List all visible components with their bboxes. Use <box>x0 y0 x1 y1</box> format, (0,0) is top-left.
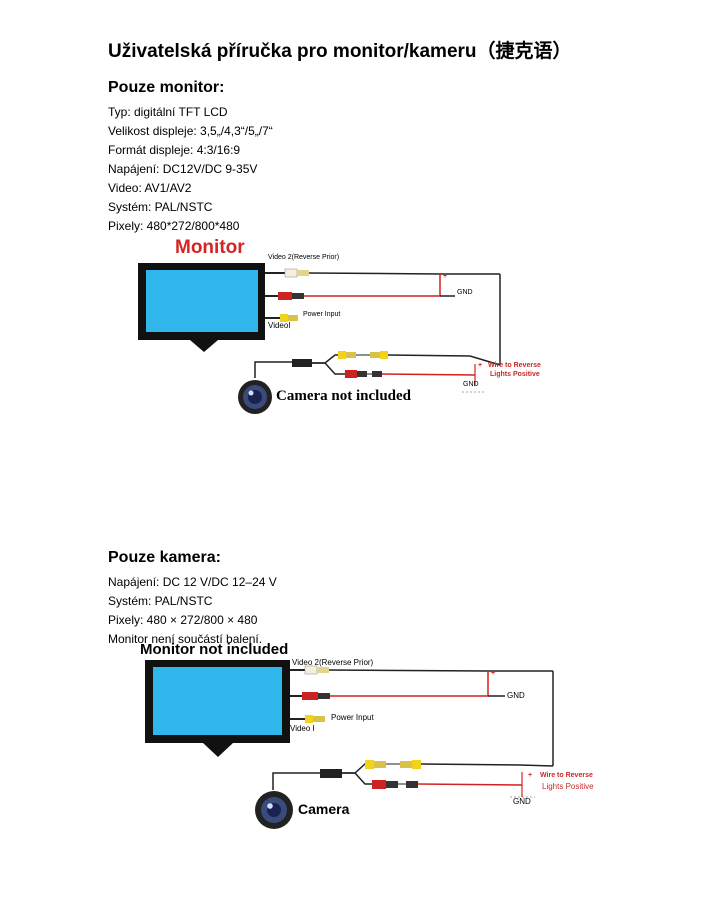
power-input-label: Power Input <box>303 311 341 318</box>
video1-cable <box>265 314 298 322</box>
section-heading-camera: Pouze kamera: <box>108 549 221 566</box>
spec-line: Typ: digitální TFT LCD <box>108 105 228 119</box>
spec-line: Video: AV1/AV2 <box>108 181 192 195</box>
spec-line: Velikost displeje: 3,5„/4,3“/5„/7“ <box>108 124 273 138</box>
spec-line: Pixely: 480 × 272/800 × 480 <box>108 613 258 627</box>
gnd-label: GND <box>463 381 479 388</box>
monitor-illustration <box>138 263 265 352</box>
camera-label: Camera <box>298 801 350 817</box>
power-input-label: Power Input <box>331 713 374 722</box>
camera-cable <box>272 760 554 798</box>
spec-line: Napájení: DC12V/DC 9-35V <box>108 162 258 176</box>
plus-sign: + <box>491 670 496 677</box>
plus-sign: + <box>443 273 448 280</box>
lights-positive-label: Lights Positive <box>542 782 594 791</box>
monitor-spec-list: Typ: digitální TFT LCD Velikost displeje… <box>108 103 273 236</box>
page-title: Uživatelská příručka pro monitor/kameru（… <box>108 41 572 62</box>
red-power-cable <box>290 671 505 700</box>
spec-line: Formát displeje: 4:3/16:9 <box>108 143 241 157</box>
camera-not-included-label: Camera not included <box>276 388 411 404</box>
camera-spec-list: Napájení: DC 12 V/DC 12–24 V Systém: PAL… <box>108 573 277 649</box>
video2-label: Video 2(Reverse Prior) <box>292 658 374 667</box>
plus-sign: + <box>528 772 533 779</box>
plus-sign: + <box>478 362 483 369</box>
section-heading-monitor: Pouze monitor: <box>108 79 225 96</box>
video1-label: VideoI <box>268 321 291 330</box>
gnd-label: GND <box>513 797 531 806</box>
red-power-cable <box>265 274 455 300</box>
video2-cable <box>265 268 501 365</box>
video2-cable <box>290 665 554 766</box>
wire-to-reverse-label: Wire to Reverse <box>540 772 593 779</box>
video1-cable <box>290 715 325 723</box>
monitor-label: Monitor <box>175 237 245 258</box>
camera-cable <box>254 351 501 393</box>
video1-label: Video I <box>290 724 315 733</box>
gnd-label: GND <box>457 289 473 296</box>
lights-positive-label: Lights Positive <box>490 371 540 378</box>
spec-line: Pixely: 480*272/800*480 <box>108 219 240 233</box>
spec-line: Monitor není součástí balení. <box>108 632 263 646</box>
spec-line: Systém: PAL/NSTC <box>108 200 213 214</box>
wire-to-reverse-label: Wire to Reverse <box>488 362 541 369</box>
monitor-illustration <box>145 660 290 757</box>
camera-illustration <box>255 791 293 829</box>
monitor-not-included-label: Monitor not included <box>140 641 289 658</box>
camera-illustration <box>238 380 272 414</box>
spec-line: Systém: PAL/NSTC <box>108 594 213 608</box>
video2-label: Video 2(Reverse Prior) <box>268 254 340 261</box>
gnd-label: GND <box>507 691 525 700</box>
spec-line: Napájení: DC 12 V/DC 12–24 V <box>108 575 277 589</box>
